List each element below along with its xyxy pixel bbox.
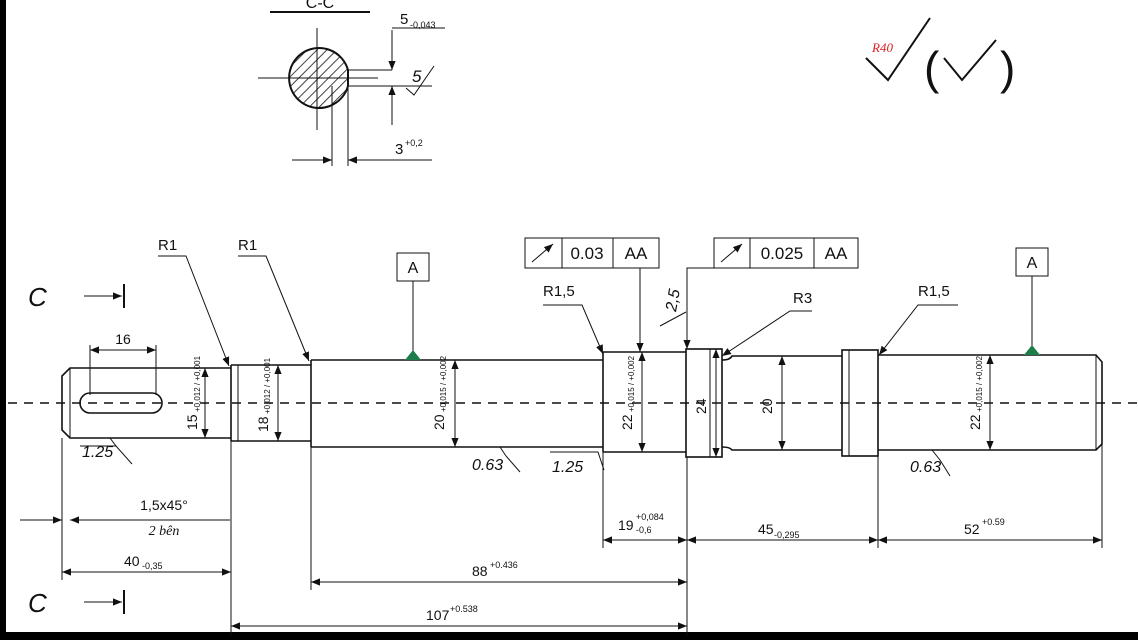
l52-tol: +0.59 xyxy=(982,517,1005,527)
l45-value: 45 xyxy=(758,521,774,537)
runout-1-arrow-icon xyxy=(531,243,554,263)
l88-value: 88 xyxy=(472,563,488,579)
keyway-roughness-symbol xyxy=(405,65,435,96)
fillet-r3: R3 xyxy=(793,290,812,307)
d22b-value: 22 xyxy=(967,414,983,430)
chamfer-value: 1,5x45° xyxy=(140,497,188,513)
d22b-tol: +0,015 / +0,002 xyxy=(975,355,984,412)
d22a-tol: +0,015 / +0,002 xyxy=(627,355,636,412)
keyway-depth-value: 3 xyxy=(395,141,403,158)
datum-right-triangle xyxy=(1024,345,1040,355)
datum-left-triangle xyxy=(405,350,421,360)
diameter-dims: 15 +0,012 / +0,001 18 +0,012 / +0,001 20… xyxy=(184,349,994,457)
roughness-shoulder-symbol xyxy=(659,311,687,327)
fillet-r1-left-leader xyxy=(158,255,230,367)
fillet-r15-middle: R1,5 xyxy=(543,283,575,300)
fillet-r1-second: R1 xyxy=(238,237,257,254)
section-view: C-C 5 -0,043 5 3 +0,2 xyxy=(258,0,445,166)
paper xyxy=(6,0,1138,632)
fillet-r15-right: R1,5 xyxy=(918,283,950,300)
section-mark-top: C xyxy=(28,282,47,312)
section-marks: C C xyxy=(28,282,125,618)
runout-frame-1 xyxy=(524,237,660,269)
roughness-marks: 1.25 0.63 1.25 0.63 2,5 xyxy=(80,288,951,477)
runout-1-datum: AA xyxy=(625,244,648,263)
l19-tol-down: -0,6 xyxy=(636,525,652,535)
d20b-value: 20 xyxy=(759,398,775,414)
chamfer-note: 2 bên xyxy=(149,524,180,539)
roughness-check-icon xyxy=(865,17,931,82)
l19-tol-up: +0,084 xyxy=(636,512,664,522)
l52-value: 52 xyxy=(964,521,980,537)
roughness-mid-right: 1.25 xyxy=(552,459,583,476)
fillet-r3-leader xyxy=(721,310,812,357)
section-mark-bottom: C xyxy=(28,588,47,618)
runout-2-datum: AA xyxy=(825,244,848,263)
l19-value: 19 xyxy=(618,517,634,533)
d18-tol: +0,012 / +0,001 xyxy=(263,357,272,414)
fillet-r15-middle-leader xyxy=(543,304,604,355)
d24-value: 24 xyxy=(693,398,709,414)
roughness-right-symbol xyxy=(931,449,951,477)
runout-frames: 0.03 AA 0.025 AA xyxy=(524,237,859,352)
l40-value: 40 xyxy=(124,553,140,569)
d15-tol: +0,012 / +0,001 xyxy=(193,355,202,412)
fillet-leaders: R1 R1 R1,5 R3 R1,5 xyxy=(158,237,958,367)
roughness-right: 0.63 xyxy=(910,459,941,476)
roughness-shoulder: 2,5 xyxy=(663,288,684,314)
length-dims: 16 1,5x45° 2 bên 40 -0,35 88 +0.436 107 … xyxy=(20,331,1103,636)
general-roughness-value: R40 xyxy=(871,40,893,55)
paren-close: ) xyxy=(1000,42,1015,94)
keyway-width-tol: -0,043 xyxy=(410,20,436,30)
l107-tol: +0.538 xyxy=(450,604,478,614)
runout-frame-2 xyxy=(713,237,859,269)
roughness-left-tick xyxy=(109,437,117,447)
runout-2-leader xyxy=(683,267,714,349)
roughness-check-small-icon xyxy=(943,39,997,82)
datum-right: A xyxy=(1027,255,1038,272)
l107-value: 107 xyxy=(426,607,450,623)
l88-tol: +0.436 xyxy=(490,560,518,570)
runout-2-value: 0.025 xyxy=(761,244,804,263)
fillet-r1-left: R1 xyxy=(158,237,177,254)
roughness-mid-right-symbol xyxy=(550,451,605,471)
paren-open: ( xyxy=(924,42,940,94)
d20a-tol: +0,015 / +0,002 xyxy=(439,355,448,412)
d18-value: 18 xyxy=(255,416,271,432)
shaft-body xyxy=(8,348,1138,458)
datums: A A xyxy=(396,247,1049,360)
segment-d20-right xyxy=(721,355,842,451)
keyway-length-value: 16 xyxy=(115,331,131,347)
surface-finish-general: R40 ( ) xyxy=(865,17,1015,94)
fillet-r1-second-leader xyxy=(238,255,310,362)
l45-tol: -0,295 xyxy=(774,530,800,540)
roughness-left: 1.25 xyxy=(82,444,113,461)
datum-left: A xyxy=(408,260,419,277)
roughness-middle: 0.63 xyxy=(472,457,503,474)
keyway-roughness-value: 5 xyxy=(412,67,422,86)
runout-1-value: 0.03 xyxy=(570,244,603,263)
d15-value: 15 xyxy=(184,414,200,430)
d22a-value: 22 xyxy=(619,414,635,430)
keyway-depth-tol: +0,2 xyxy=(405,138,423,148)
runout-2-arrow-icon xyxy=(720,243,743,263)
fillet-r15-right-leader xyxy=(878,304,958,356)
roughness-middle-symbol xyxy=(499,446,521,473)
keyway-width-value: 5 xyxy=(400,11,408,28)
d20a-value: 20 xyxy=(431,414,447,430)
l40-tol: -0,35 xyxy=(142,561,163,571)
section-title: C-C xyxy=(306,0,334,12)
segment-d18 xyxy=(231,364,311,442)
